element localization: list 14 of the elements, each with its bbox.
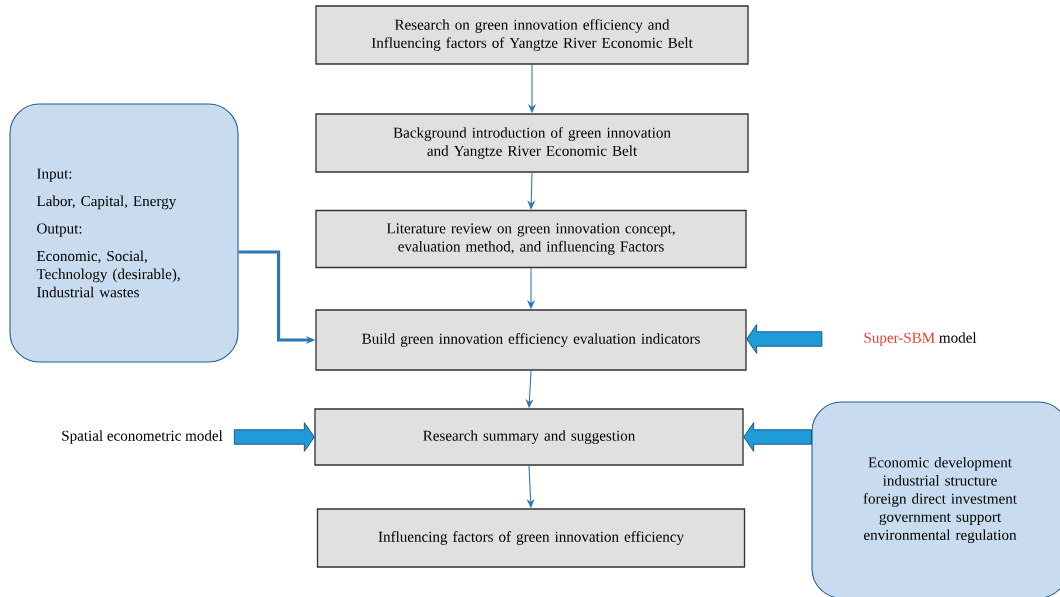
block-arrow [743, 422, 812, 452]
model-label: Spatial econometric model [62, 430, 223, 444]
factor-box: Economic development industrial structure foreign direct investment government support environmental regulation [811, 401, 1060, 597]
block-arrow [233, 422, 315, 452]
process-box: Literature review on green innovation concept, evaluation method, and influencing Factors [315, 209, 747, 269]
process-box: Build green innovation efficiency evaluation indicators [315, 309, 747, 371]
process-box: Background introduction of green innovation and Yangtze River Economic Belt [315, 113, 749, 173]
block-arrow [746, 324, 823, 354]
process-box: Research summary and suggestion [314, 408, 744, 466]
arrow [527, 172, 536, 210]
process-box: Research on green innovation efficiency and Influencing factors of Yangtze River Economic Belt [315, 5, 749, 65]
process-box: Influencing factors of green innovation efficiency [316, 508, 746, 568]
model-label: Super-SBM model [864, 332, 977, 346]
input-output-box: Input: Labor, Capital, Energy Output: Economic, Social, Technology (desirable), Industrial wastes [9, 103, 239, 363]
